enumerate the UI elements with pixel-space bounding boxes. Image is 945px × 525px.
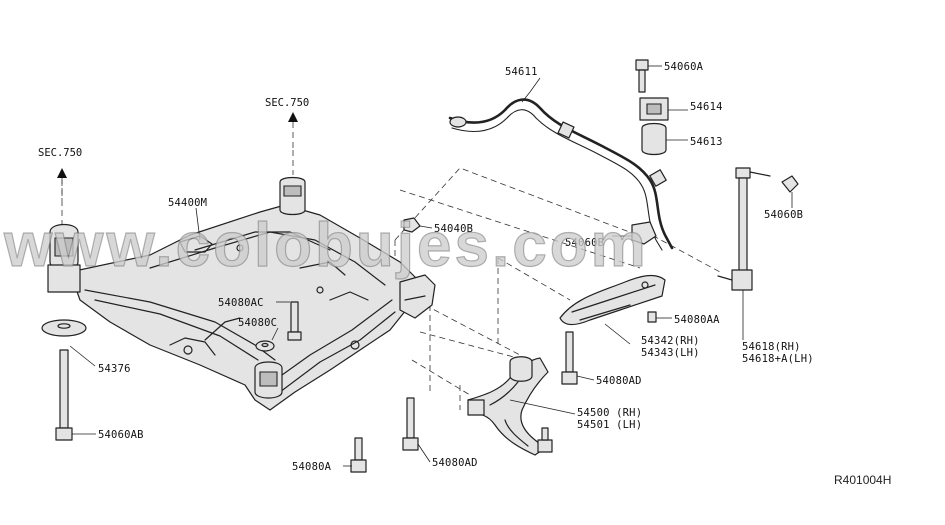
label-54614: 54614 [690,101,723,113]
label-54060ab: 54060AB [98,429,144,441]
bushing-clamp [639,97,669,156]
rear-lower-mount [254,361,283,399]
left-rear-mount [47,223,81,293]
bolt-54080ac [287,301,302,341]
label-54501: 54501 (LH) [577,419,642,431]
front-bracket [399,274,436,319]
bolt-54060ab [55,349,73,441]
bolt-54060a [635,59,649,93]
nut-54060b-right [781,175,799,193]
label-54040b: 54040B [434,223,473,235]
label-54060b-center: 54060B [565,237,604,249]
label-54080ac: 54080AC [218,297,264,309]
front-subframe [69,204,421,411]
link-mount [631,221,657,245]
bolt-54080a [350,437,367,473]
arm-bracket [559,274,666,326]
label-54060a: 54060A [664,61,704,73]
watermark: www.colobujes.com [3,211,649,280]
label-54376: 54376 [98,363,131,375]
label-54400m: 54400M [168,197,207,209]
label-54343: 54343(LH) [641,347,700,359]
part-labels: SEC.750 SEC.750 54611 54060A 54614 54613… [38,61,814,473]
sec-ref-center: SEC.750 [265,97,309,109]
stabilizer-bar [448,98,674,251]
nut-54040b [403,217,421,233]
label-54342: 54342(RH) [641,335,700,347]
label-54060b-right: 54060B [764,209,803,221]
label-54080ad-bottom: 54080AD [432,457,478,469]
washer-54080c [255,340,275,352]
sec-ref-left: SEC.750 [38,147,82,159]
label-54618a: 54618+A(LH) [742,353,814,365]
center-mount [279,176,306,216]
reference-code: R401004H [834,473,891,487]
lower-control-arm [467,356,553,456]
sec-arrows [57,112,298,200]
bolt-54080ad-bottom [402,397,419,451]
stabilizer-link [717,167,771,291]
label-54613: 54613 [690,136,723,148]
label-54080a: 54080A [292,461,332,473]
washer-54376 [41,319,87,337]
label-54080ad-right: 54080AD [596,375,642,387]
bolt-54080ad-right [561,331,578,385]
label-54080c: 54080C [238,317,277,329]
label-54618: 54618(RH) [742,341,801,353]
label-54611: 54611 [505,66,538,78]
leader-lines [69,65,793,467]
label-54500: 54500 (RH) [577,407,642,419]
assembly-dashed-lines [61,150,721,410]
label-54080aa: 54080AA [674,314,720,326]
